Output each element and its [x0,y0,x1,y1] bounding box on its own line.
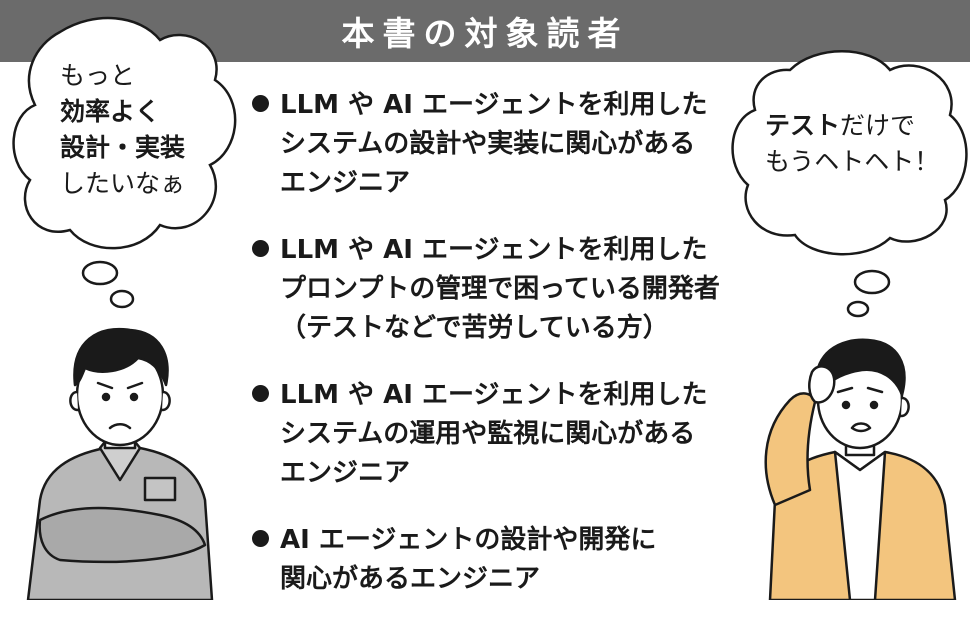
list-item-line: LLM や AI エージェントを利用した [280,235,708,265]
list-item-line: 関心があるエンジニア [280,564,541,594]
left-person-hair [73,327,169,387]
right-person-ear-r [899,396,910,418]
left-bubble-line-1: もっと [60,61,136,90]
list-item-line: プロンプトの管理で困っている開発者 [280,274,720,304]
left-bubble-line-2: 効率よく [60,97,161,126]
bullet-dot-icon [252,385,269,402]
right-bubble-line-1-bold: テスト [765,111,841,140]
list-item: LLM や AI エージェントを利用した プロンプトの管理で困っている開発者 （… [252,231,752,348]
left-thought-bubble [12,16,237,250]
left-thought-dot-large [81,260,119,286]
right-bubble-line-1: テストだけで [765,108,939,144]
left-person-eye-r [129,392,139,402]
right-person-eye-r [869,400,879,410]
left-person-pocket [143,476,177,502]
right-person-hair [814,338,906,397]
target-reader-list: LLM や AI エージェントを利用した システムの設計や実装に関心がある エン… [252,86,752,627]
right-person-brows [836,386,884,394]
right-thought-dot-small [846,300,870,318]
right-thought-dot-large [853,269,891,295]
list-item-line: AI エージェントの設計や開発に [280,525,657,555]
list-item-line: （テストなどで苦労している方） [280,313,669,343]
right-thought-bubble [731,50,968,256]
right-person-eye-l [841,400,851,410]
left-thought-dot-small [109,289,135,309]
left-person-illustration [26,327,214,600]
left-person-eye-l [101,392,111,402]
right-person-shirt [833,450,887,600]
page-title: 本書の対象読者 [341,14,629,53]
right-bubble-text: テストだけで もうヘトヘト！ [765,108,939,180]
list-item-line: システムの運用や監視に関心がある [280,419,696,449]
left-person-mouth [108,423,132,430]
left-person-brows [96,381,144,390]
left-person-ear-l [69,390,80,412]
right-person-hand [808,365,836,404]
list-item: LLM や AI エージェントを利用した システムの設計や実装に関心がある エン… [252,86,752,203]
right-person-illustration [764,338,957,600]
bullet-dot-icon [252,240,269,257]
bullet-dot-icon [252,95,269,112]
right-bubble-line-1-rest: だけで [840,111,916,140]
left-person-ear-r [160,390,171,412]
right-bubble-line-2: もうヘトヘト！ [765,147,940,176]
list-item: AI エージェントの設計や開発に 関心があるエンジニア [252,521,752,599]
left-bubble-text: もっと 効率よく 設計・実装 したいなぁ [60,58,185,202]
list-item-line: システムの設計や実装に関心がある [280,129,696,159]
left-bubble-line-4: したいなぁ [60,169,186,198]
right-person-raised-arm [764,392,817,507]
left-bubble-line-3: 設計・実装 [60,133,186,162]
illustration-layer [12,16,968,600]
list-item: LLM や AI エージェントを利用した システムの運用や監視に関心がある エン… [252,376,752,493]
list-item-line: LLM や AI エージェントを利用した [280,90,708,120]
right-person-mouth [850,422,872,433]
list-item-line: エンジニア [280,168,411,198]
left-person-arms [38,506,207,564]
bullet-dot-icon [252,530,269,547]
list-item-line: エンジニア [280,458,411,488]
list-item-line: LLM や AI エージェントを利用した [280,380,708,410]
